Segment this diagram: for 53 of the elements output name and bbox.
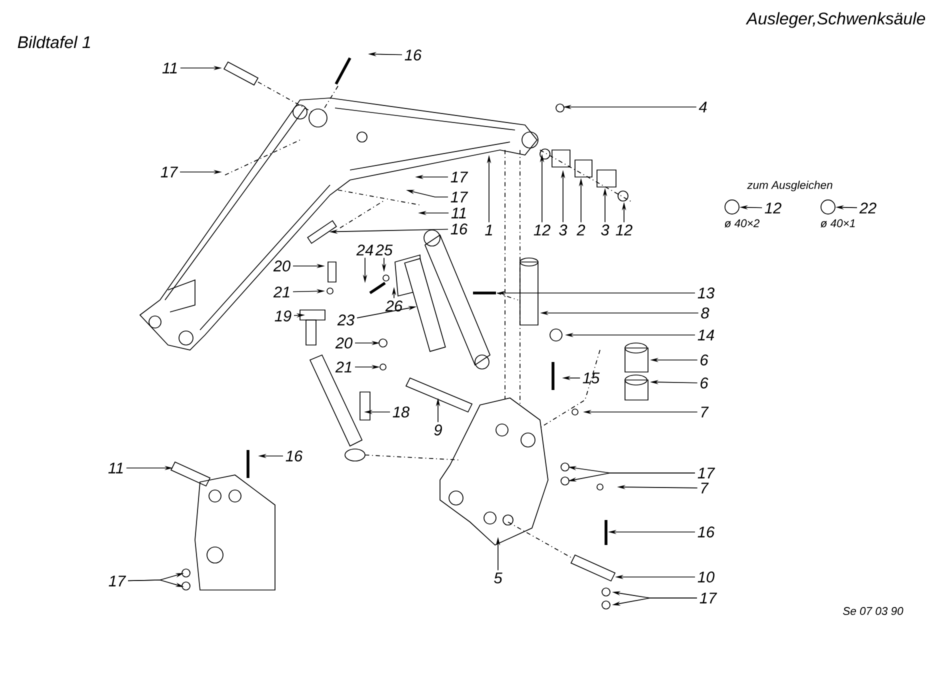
callout-number: 22 (859, 202, 876, 214)
callout-number: 3 (601, 224, 610, 236)
note-label: zum Ausgleichen (747, 180, 832, 192)
callout-number: 24 (356, 244, 374, 256)
callout-number: 4 (698, 102, 707, 112)
callout-number: 19 (274, 310, 292, 322)
callout-number: 20 (335, 338, 352, 348)
callout-number: 7 (701, 482, 709, 494)
cylinder-drawing (404, 258, 446, 352)
callout-number: 11 (162, 62, 177, 74)
callout-number: 25 (375, 244, 393, 256)
callout-number: 23 (337, 314, 354, 326)
callout-number: 5 (494, 572, 502, 584)
callout-number: 12 (764, 202, 782, 214)
callout-number: 8 (701, 308, 710, 318)
callout-number: 16 (698, 526, 715, 538)
size-label: ø 40×2 (724, 219, 760, 228)
callout-number: 26 (385, 300, 403, 312)
callout-number: 1 (485, 224, 492, 236)
callout-number: 11 (108, 462, 123, 474)
callout-number: 17 (450, 192, 468, 202)
callout-number: 11 (451, 208, 466, 218)
callout-number: 21 (335, 362, 352, 372)
callout-number: 17 (450, 172, 468, 182)
callout-number: 9 (434, 424, 442, 436)
callout-number: 20 (273, 260, 290, 272)
title: Ausleger,Schwenksäule (746, 12, 926, 28)
size-label: ø 40×1 (820, 219, 855, 228)
callout-number: 17 (108, 576, 126, 586)
callout-number: 14 (698, 330, 714, 340)
callout-number: 10 (698, 572, 714, 582)
callout-number: 12 (534, 224, 550, 236)
note-label: Se 07 03 90 (842, 607, 904, 615)
callout-number: 21 (273, 286, 290, 298)
callout-number: 2 (576, 224, 586, 236)
callout-number: 17 (160, 166, 178, 178)
callout-number: 3 (559, 224, 568, 236)
callout-number: 12 (616, 224, 632, 236)
callout-number: 18 (392, 406, 410, 418)
callout-number: 7 (701, 406, 709, 418)
callout-number: 6 (700, 378, 708, 388)
callout-number: 16 (450, 224, 468, 234)
callout-number: 17 (700, 592, 718, 604)
callout-number: 15 (582, 372, 600, 384)
callout-number: 6 (700, 354, 708, 366)
bolt-drawing (307, 220, 337, 244)
heading-label: Bildtafel 1 (18, 36, 90, 48)
callout-number: 16 (286, 450, 303, 462)
washer-icon (724, 200, 740, 214)
callout-number: 13 (698, 288, 714, 298)
washer-icon (820, 200, 836, 214)
callout-number: 17 (698, 468, 716, 478)
callout-number: 16 (404, 50, 422, 60)
